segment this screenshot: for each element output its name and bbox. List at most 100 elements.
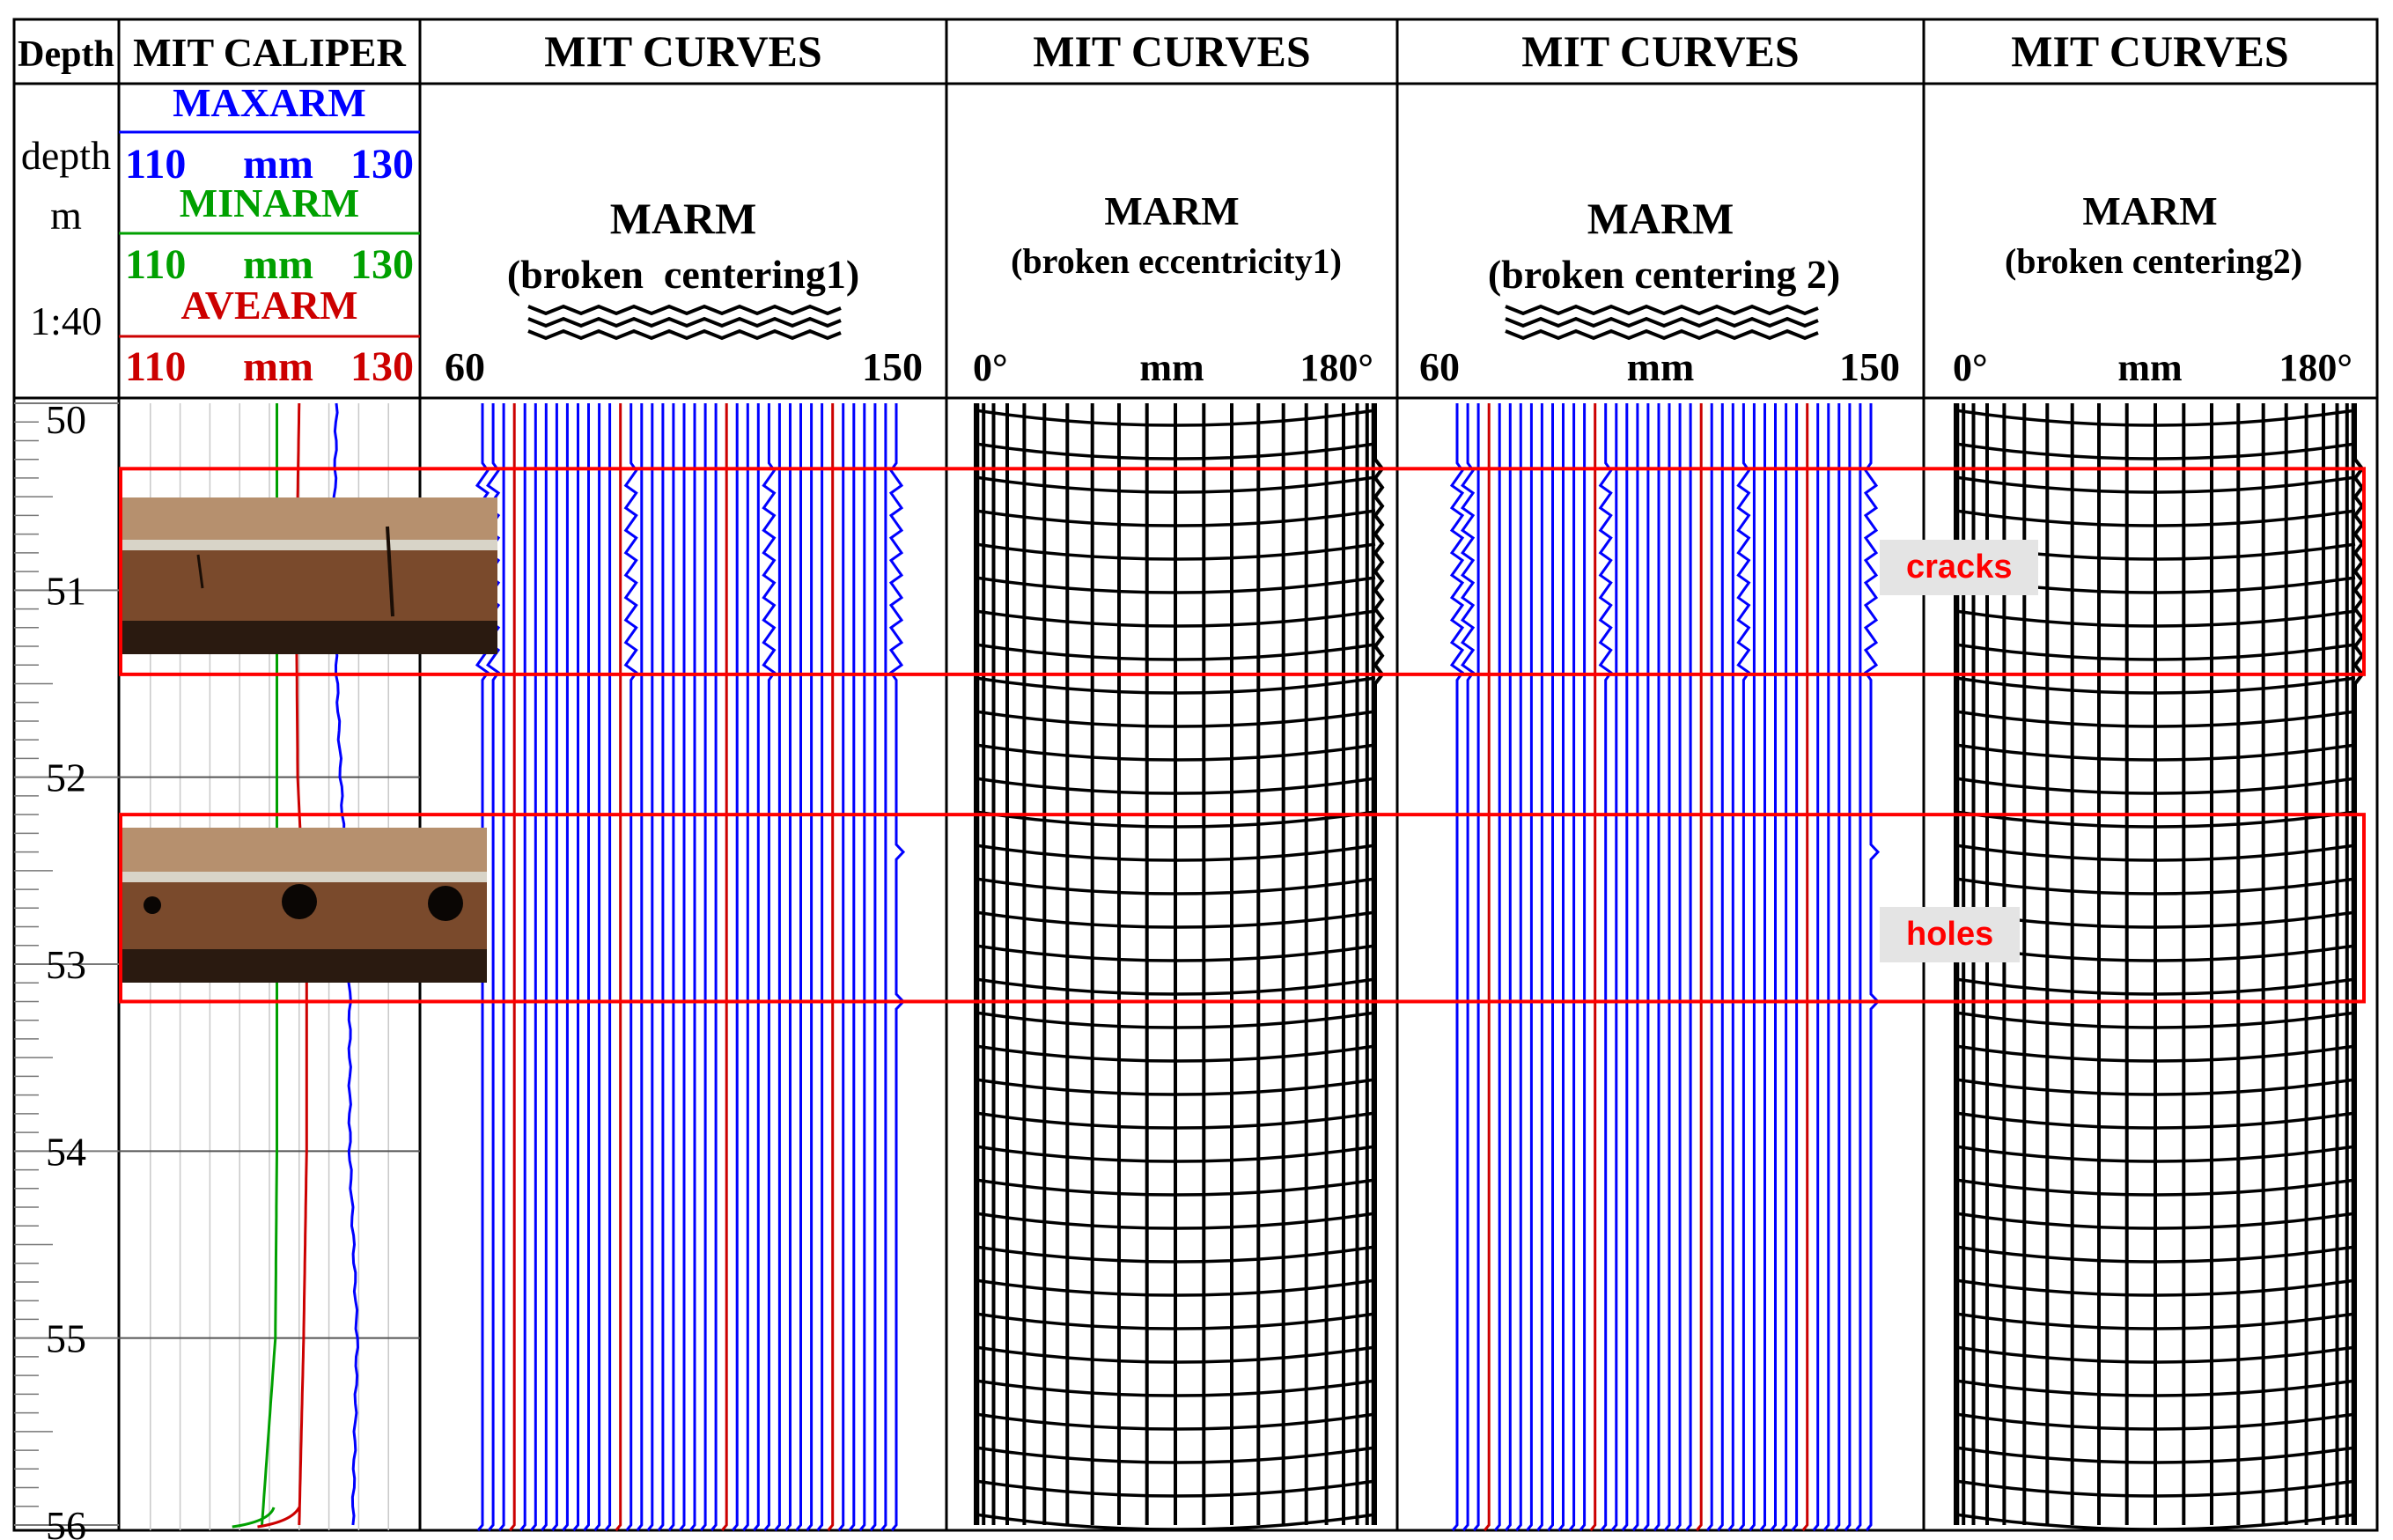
cylinder-ring xyxy=(1955,877,2356,895)
finger-curve xyxy=(1461,403,1476,1531)
finger-curve xyxy=(1684,403,1692,1531)
finger-curve xyxy=(806,403,814,1531)
finger-curves-track-3 xyxy=(1449,403,1881,1531)
track1-right: 150 xyxy=(862,344,923,389)
finger-curve xyxy=(1663,403,1671,1531)
cylinder-ring xyxy=(1955,1078,2356,1096)
finger-curve xyxy=(519,403,526,1531)
track3-unit: mm xyxy=(1627,344,1695,389)
finger-curve xyxy=(1749,403,1756,1531)
cylinder-ring xyxy=(1955,609,2356,628)
track1-left: 60 xyxy=(445,344,485,389)
cylinder-ring xyxy=(975,1446,1376,1464)
finger-curve xyxy=(1791,403,1799,1531)
depth-tick-label: 54 xyxy=(46,1129,86,1174)
cylinder-ring xyxy=(1955,1479,2356,1498)
finger-curve xyxy=(1780,403,1788,1531)
finger-curve xyxy=(795,403,802,1531)
cylinder-view-track-2 xyxy=(974,403,1385,1531)
finger-curve xyxy=(880,403,887,1531)
finger-curve xyxy=(530,403,537,1531)
cylinder-ring xyxy=(1955,1513,2356,1531)
finger-curve xyxy=(774,403,781,1531)
cylinder-ring xyxy=(1955,1379,2356,1397)
cylinder-ring xyxy=(975,1345,1376,1364)
finger-curve xyxy=(1484,403,1491,1531)
finger-curve xyxy=(1557,403,1565,1531)
cylinder-ring xyxy=(975,475,1376,494)
finger-curve xyxy=(837,403,845,1531)
track4-unit: mm xyxy=(2117,346,2182,389)
finger-curve xyxy=(1631,403,1639,1531)
cylinder-ring xyxy=(975,1412,1376,1431)
finger-curve xyxy=(1568,403,1576,1531)
finger-curve xyxy=(678,403,686,1531)
cylinder-ring xyxy=(975,542,1376,561)
depth-tick-label: 51 xyxy=(46,568,86,613)
finger-curve xyxy=(509,403,516,1531)
cylinder-ring xyxy=(975,777,1376,795)
finger-curve xyxy=(572,403,579,1531)
curves-title-2: MIT CURVES xyxy=(1033,26,1310,76)
cylinder-ring xyxy=(975,1479,1376,1498)
finger-curve xyxy=(688,403,696,1531)
finger-curve xyxy=(1472,403,1480,1531)
depth-tick-label: 50 xyxy=(46,397,86,442)
broken-marker-zigzag-1 xyxy=(527,304,842,341)
cylinder-meridian xyxy=(1373,403,1385,1525)
cylinder-ring xyxy=(1955,777,2356,795)
cylinder-ring xyxy=(1955,1111,2356,1130)
finger-curve xyxy=(1801,403,1809,1531)
finger-curve xyxy=(1706,403,1713,1531)
cylinder-ring xyxy=(975,676,1376,695)
finger-curve xyxy=(1610,403,1618,1531)
cylinder-ring xyxy=(1955,1278,2356,1297)
finger-curve xyxy=(742,403,749,1531)
cylinder-ring xyxy=(1955,1345,2356,1364)
depth-tick-label: 56 xyxy=(46,1503,86,1540)
cylinder-ring xyxy=(1955,442,2356,461)
finger-curve xyxy=(721,403,728,1531)
holes-zone-box xyxy=(119,813,2366,1004)
finger-curve xyxy=(604,403,612,1531)
cylinder-meridian xyxy=(2353,403,2365,1525)
finger-curve xyxy=(848,403,856,1531)
finger-curve xyxy=(646,403,654,1531)
cylinder-ring xyxy=(975,877,1376,895)
finger-curve xyxy=(1598,403,1613,1531)
curves-title-4: MIT CURVES xyxy=(2011,26,2288,76)
caliper-column-title: MIT CALIPER xyxy=(133,30,406,75)
track4-title: MARM xyxy=(2082,188,2217,233)
cylinder-ring xyxy=(975,442,1376,461)
cylinder-ring xyxy=(1955,509,2356,527)
cylinder-ring xyxy=(1955,1044,2356,1063)
cylinder-ring xyxy=(975,1513,1376,1531)
cylinder-ring xyxy=(1955,409,2356,427)
maxarm-max: 130 xyxy=(350,141,414,188)
finger-curve xyxy=(1579,403,1587,1531)
cylinder-ring xyxy=(975,409,1376,427)
track2-subtitle: (broken eccentricity1) xyxy=(1011,241,1342,281)
track4-subtitle: (broken centering2) xyxy=(2005,241,2302,281)
finger-curve xyxy=(657,403,665,1531)
avearm-curve-tail xyxy=(257,1507,301,1529)
cylinder-ring xyxy=(975,810,1376,829)
minarm-min: 110 xyxy=(125,241,186,288)
track2-left: 0° xyxy=(973,346,1008,389)
cylinder-ring xyxy=(1955,977,2356,996)
finger-curve xyxy=(497,403,505,1531)
track2-title: MARM xyxy=(1104,188,1239,233)
cylinder-ring xyxy=(975,1278,1376,1297)
finger-curve xyxy=(1449,403,1465,1531)
finger-curve xyxy=(1844,403,1852,1531)
cracks-zone-box xyxy=(119,467,2366,676)
avearm-max: 130 xyxy=(350,343,414,390)
minarm-unit: mm xyxy=(243,241,313,288)
cylinder-ring xyxy=(975,576,1376,594)
cylinder-ring xyxy=(975,1078,1376,1096)
cylinder-ring xyxy=(975,1044,1376,1063)
track3-left: 60 xyxy=(1419,344,1460,389)
broken-marker-zigzag-2 xyxy=(1505,304,1819,341)
core-photo-cracks xyxy=(121,497,497,654)
